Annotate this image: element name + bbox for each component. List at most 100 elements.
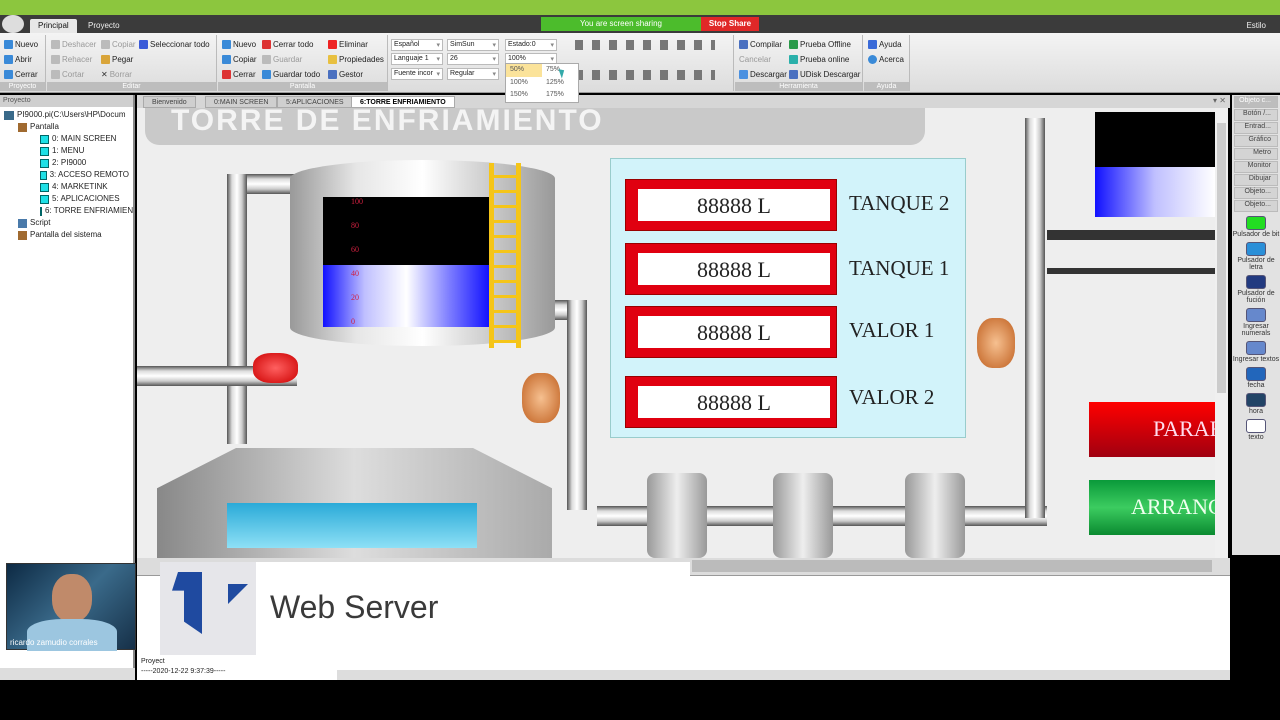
toolbox-category[interactable]: Objeto... — [1234, 200, 1278, 212]
udisk-download-button[interactable]: UDisk Descargar — [789, 70, 860, 79]
font-select[interactable]: SimSun — [447, 39, 499, 51]
toolbox-tool[interactable]: Pulsador de bit — [1232, 216, 1280, 238]
manager-button[interactable]: Gestor — [328, 70, 363, 79]
tree-pantalla[interactable]: Pantalla — [4, 121, 129, 133]
zoom-option[interactable]: 100% — [510, 78, 528, 86]
online-test-button[interactable]: Prueba online — [789, 55, 849, 64]
cooling-tower[interactable] — [157, 448, 552, 558]
zoom-option[interactable]: 175% — [546, 91, 564, 98]
font-size-select[interactable]: 26 — [447, 53, 499, 65]
style-menu[interactable]: Estilo — [1246, 21, 1266, 30]
toolbox-category[interactable]: Botón /... — [1234, 109, 1278, 121]
tab-proyecto[interactable]: Proyecto — [88, 21, 120, 30]
stop-share-button[interactable]: Stop Share — [701, 17, 759, 31]
tree-screen-6[interactable]: 6: TORRE ENFRIAMIEN — [4, 205, 133, 217]
toolbox-tool[interactable]: Ingresar numerals — [1232, 308, 1280, 337]
language-index-select[interactable]: Languaje 1 — [391, 53, 443, 65]
tree-root[interactable]: PI9000.pi(C:\Users\HP\Docum — [4, 109, 132, 121]
pump-icon[interactable] — [253, 353, 298, 383]
tree-screen-3[interactable]: 3: ACCESO REMOTO — [4, 169, 129, 181]
filter[interactable] — [773, 473, 833, 558]
toolbox-category[interactable]: Objeto... — [1234, 187, 1278, 199]
tab-principal[interactable]: Principal — [30, 19, 77, 33]
valve-icon[interactable] — [522, 373, 560, 423]
tank-level-gauge-2[interactable] — [1095, 112, 1215, 217]
download-button[interactable]: Descargar — [739, 70, 787, 79]
toolbox-category[interactable]: Monitor — [1234, 161, 1278, 173]
tree-screen-4[interactable]: 4: MARKETINK — [4, 181, 129, 193]
vertical-scrollbar[interactable] — [1215, 108, 1228, 558]
close-project-button[interactable]: Cerrar — [4, 70, 38, 79]
numeric-display-valor-1[interactable]: 88888 L — [625, 306, 837, 358]
numeric-display-tanque-2[interactable]: 88888 L — [625, 179, 837, 231]
zoom-option[interactable]: 125% — [546, 78, 564, 86]
tree-screen-1[interactable]: 1: MENU — [4, 145, 129, 157]
new-screen-button[interactable]: Nuevo — [222, 40, 256, 49]
output-scrollbar[interactable] — [337, 670, 1230, 680]
tool-label: Pulsador de bit — [1232, 231, 1280, 238]
align-tools-icon[interactable] — [575, 40, 715, 50]
new-project-button[interactable]: Nuevo — [4, 40, 38, 49]
tab-torre-enfriamiento[interactable]: 6:TORRE ENFRIAMIENTO — [351, 96, 455, 108]
numeric-display-valor-2[interactable]: 88888 L — [625, 376, 837, 428]
embedded-font-select[interactable]: Fuente incor — [391, 68, 443, 80]
filter[interactable] — [647, 473, 707, 558]
delete-button[interactable]: ✕Borrar — [101, 70, 132, 79]
valve-icon[interactable] — [977, 318, 1015, 368]
zoom-option[interactable]: 150% — [510, 91, 528, 98]
toolbox-tool[interactable]: fecha — [1232, 367, 1280, 389]
tree-screen-5[interactable]: 5: APLICACIONES — [4, 193, 129, 205]
toolbox-tool[interactable]: texto — [1232, 419, 1280, 441]
stop-button[interactable]: PARAR — [1089, 402, 1215, 457]
help-button[interactable]: Ayuda — [868, 40, 902, 49]
save-button[interactable]: Guardar — [262, 55, 302, 64]
close-icon[interactable]: ▾ ✕ — [1213, 96, 1226, 105]
select-all-button[interactable]: Seleccionar todo — [139, 40, 210, 49]
copy-button[interactable]: Copiar — [101, 40, 136, 49]
tab-main-screen[interactable]: 0:MAIN SCREEN — [205, 96, 278, 108]
zoom-option[interactable]: 50% — [506, 64, 542, 77]
toolbox-tool[interactable]: Ingresar textos — [1232, 341, 1280, 363]
numeric-display-tanque-1[interactable]: 88888 L — [625, 243, 837, 295]
copy-screen-button[interactable]: Copiar — [222, 55, 257, 64]
open-project-button[interactable]: Abrir — [4, 55, 32, 64]
delete-screen-button[interactable]: Eliminar — [328, 40, 368, 49]
tree-screen-2[interactable]: 2: PI9000 — [4, 157, 129, 169]
tree-script[interactable]: Script — [4, 217, 129, 229]
screen-title[interactable]: TORRE DE ENFRIAMIENTO — [145, 108, 925, 145]
cancel-button[interactable]: Cancelar — [739, 55, 772, 64]
toolbox-category[interactable]: Metro — [1234, 148, 1278, 160]
start-button[interactable]: ARRANCA — [1089, 480, 1215, 535]
language-select[interactable]: Español — [391, 39, 443, 51]
about-button[interactable]: Acerca — [868, 55, 904, 64]
layout-tools-icon[interactable] — [575, 70, 715, 80]
toolbox-category[interactable]: Entrad... — [1234, 122, 1278, 134]
toolbox-category[interactable]: Gráfico — [1234, 135, 1278, 147]
filter[interactable] — [905, 473, 965, 558]
toolbox-tool[interactable]: hora — [1232, 393, 1280, 415]
save-all-button[interactable]: Guardar todo — [262, 70, 320, 79]
font-style-select[interactable]: Regular — [447, 68, 499, 80]
redo-button[interactable]: Rehacer — [51, 55, 92, 64]
toolbox-tool[interactable]: Pulsador de fución — [1232, 275, 1280, 304]
app-logo[interactable] — [2, 15, 24, 33]
close-all-button[interactable]: Cerrar todo — [262, 40, 313, 49]
tab-bienvenido[interactable]: Bienvenido — [143, 96, 196, 108]
state-select[interactable]: Estado:0 — [505, 39, 557, 51]
tree-system-screens[interactable]: Pantalla del sistema — [4, 229, 129, 241]
cut-button[interactable]: Cortar — [51, 70, 84, 79]
zoom-option[interactable]: 75% — [546, 66, 561, 73]
close-screen-button[interactable]: Cerrar — [222, 70, 256, 79]
toolbox-category[interactable]: Dibujar — [1234, 174, 1278, 186]
compile-button[interactable]: Compilar — [739, 40, 782, 49]
undo-button[interactable]: Deshacer — [51, 40, 96, 49]
paste-button[interactable]: Pegar — [101, 55, 133, 64]
project-panel-scrollbar[interactable] — [0, 668, 135, 680]
properties-button[interactable]: Propiedades — [328, 55, 384, 64]
tree-screen-0[interactable]: 0: MAIN SCREEN — [4, 133, 129, 145]
offline-test-button[interactable]: Prueba Offline — [789, 40, 851, 49]
toolbox-tool[interactable]: Pulsador de letra — [1232, 242, 1280, 271]
tab-aplicaciones[interactable]: 5:APLICACIONES — [277, 96, 353, 108]
